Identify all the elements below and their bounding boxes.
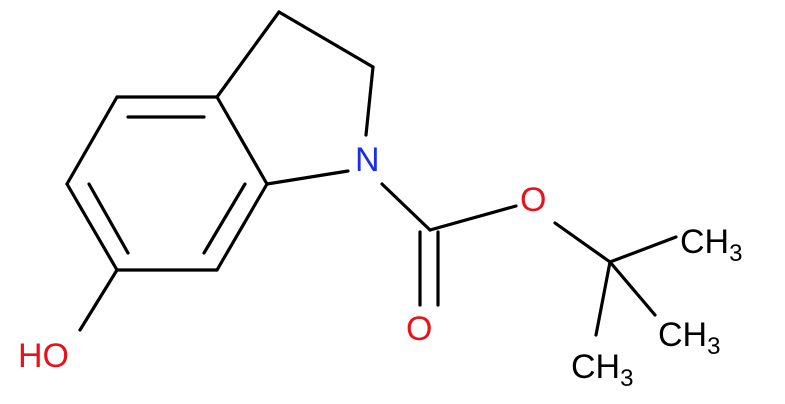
bond-c7a-c3a-inner (202, 182, 247, 255)
methyl-3-label: CH3 (571, 348, 633, 392)
bond-c6-o (78, 268, 119, 332)
bond-c3-c2 (277, 10, 375, 69)
bond-c6-c7-inner (87, 182, 130, 255)
bond-c7a-c3a (215, 182, 269, 272)
bond-tbu-methyl-3 (594, 260, 612, 337)
bond-c6-c7 (65, 182, 119, 272)
hydroxyl-label: HO (18, 337, 69, 375)
methyl-1-label: CH3 (680, 223, 742, 267)
bond-carbonyl-c-ester-o (428, 204, 518, 232)
carbonyl-oxygen-label: O (406, 310, 432, 348)
bond-c3a-c3 (215, 10, 281, 99)
ester-oxygen-label: O (520, 181, 546, 219)
bond-n1-c7a (265, 169, 350, 186)
bond-tbu-methyl-1 (608, 235, 678, 264)
bond-n1-carbonyl-c (380, 182, 432, 232)
bond-c5-c6 (65, 95, 119, 186)
bond-tbu-methyl-2 (608, 260, 657, 317)
bond-ester-o-tbu-c (553, 221, 612, 264)
methyl-2-label: CH3 (658, 316, 720, 360)
ring-nitrogen-label: N (355, 141, 380, 179)
bond-c2-n1 (364, 65, 375, 137)
bond-c3a-c4 (215, 95, 269, 186)
